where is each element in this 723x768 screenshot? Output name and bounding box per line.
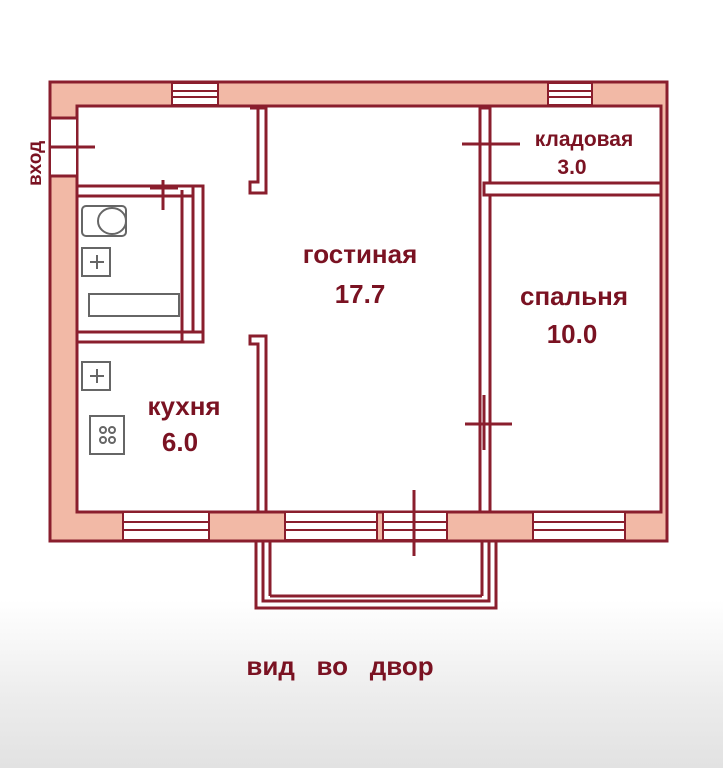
- view-label: вид во двор: [246, 651, 433, 681]
- bathroom-fixtures: [81, 205, 180, 317]
- room-bedroom-area: 10.0: [547, 319, 598, 349]
- window-bedroom: [532, 511, 626, 541]
- entrance-label: вход: [25, 141, 46, 186]
- room-storage-area: 3.0: [557, 156, 586, 179]
- room-kitchen-name: кухня: [147, 391, 220, 421]
- room-living-name: гостиная: [303, 239, 418, 269]
- kitchen-fixtures: [81, 361, 125, 455]
- floor-outline: [75, 104, 663, 514]
- window-living: [284, 511, 378, 541]
- window-top-right: [547, 82, 593, 106]
- room-kitchen-area: 6.0: [162, 427, 198, 457]
- balcony: [254, 541, 498, 610]
- entrance-door: [51, 116, 95, 178]
- room-living-area: 17.7: [335, 279, 386, 309]
- bathroom-walls: [75, 180, 205, 344]
- window-top-left: [171, 82, 219, 106]
- window-kitchen: [122, 511, 210, 541]
- interior-wall-hall: [248, 106, 268, 514]
- room-bedroom-name: спальня: [520, 281, 628, 311]
- room-storage-name: кладовая: [535, 128, 634, 151]
- interior-wall-bedroom: [462, 106, 663, 514]
